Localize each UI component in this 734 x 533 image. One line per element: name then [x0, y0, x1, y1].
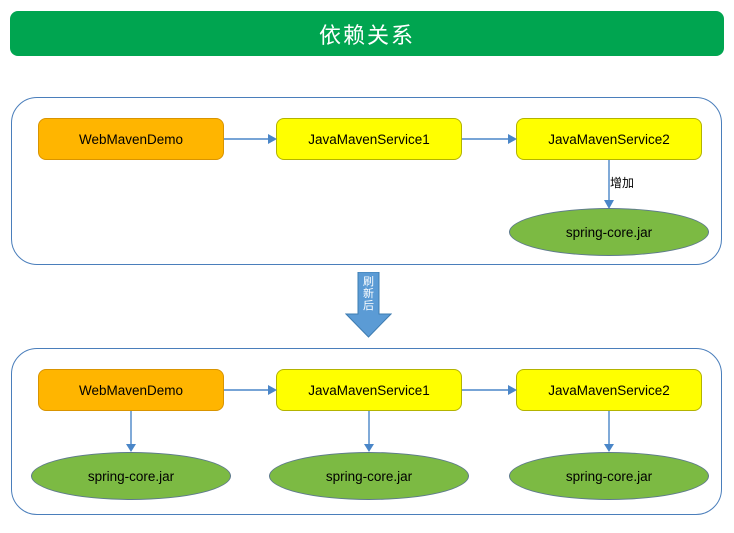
arrow-webmavendemo-to-jar-after: [126, 411, 136, 452]
node-javamavenservice2-before[interactable]: JavaMavenService2: [516, 118, 702, 160]
jar-spring-core-after-2[interactable]: spring-core.jar: [269, 452, 469, 500]
jar-label: spring-core.jar: [565, 468, 653, 484]
node-javamavenservice2-after[interactable]: JavaMavenService2: [516, 369, 702, 411]
node-webmavendemo-after[interactable]: WebMavenDemo: [38, 369, 224, 411]
node-webmavendemo-before[interactable]: WebMavenDemo: [38, 118, 224, 160]
node-javamavenservice1-after[interactable]: JavaMavenService1: [276, 369, 462, 411]
arrow-service1-to-service2-after: [462, 385, 517, 395]
edge-label-add: 增加: [610, 176, 635, 190]
node-label: JavaMavenService1: [308, 131, 430, 147]
node-label: WebMavenDemo: [78, 382, 184, 398]
page-title-bar: 依赖关系: [10, 11, 724, 56]
jar-label: spring-core.jar: [565, 224, 653, 240]
jar-spring-core-before[interactable]: spring-core.jar: [509, 208, 709, 256]
jar-label: spring-core.jar: [325, 468, 413, 484]
arrow-service1-to-jar-after: [364, 411, 374, 452]
node-label: JavaMavenService2: [548, 382, 670, 398]
node-label: JavaMavenService2: [548, 131, 670, 147]
refresh-block-arrow: [345, 272, 392, 338]
page-title: 依赖关系: [318, 23, 415, 49]
arrow-service2-to-jar-after: [604, 411, 614, 452]
arrow-webmavendemo-to-service1-after: [224, 385, 277, 395]
node-javamavenservice1-before[interactable]: JavaMavenService1: [276, 118, 462, 160]
jar-spring-core-after-1[interactable]: spring-core.jar: [31, 452, 231, 500]
arrow-webmavendemo-to-service1-before: [224, 134, 277, 144]
jar-spring-core-after-3[interactable]: spring-core.jar: [509, 452, 709, 500]
node-label: JavaMavenService1: [308, 382, 430, 398]
node-label: WebMavenDemo: [78, 131, 184, 147]
arrow-service1-to-service2-before: [462, 134, 517, 144]
arrow-service2-to-jar-before: [604, 160, 614, 209]
jar-label: spring-core.jar: [87, 468, 175, 484]
